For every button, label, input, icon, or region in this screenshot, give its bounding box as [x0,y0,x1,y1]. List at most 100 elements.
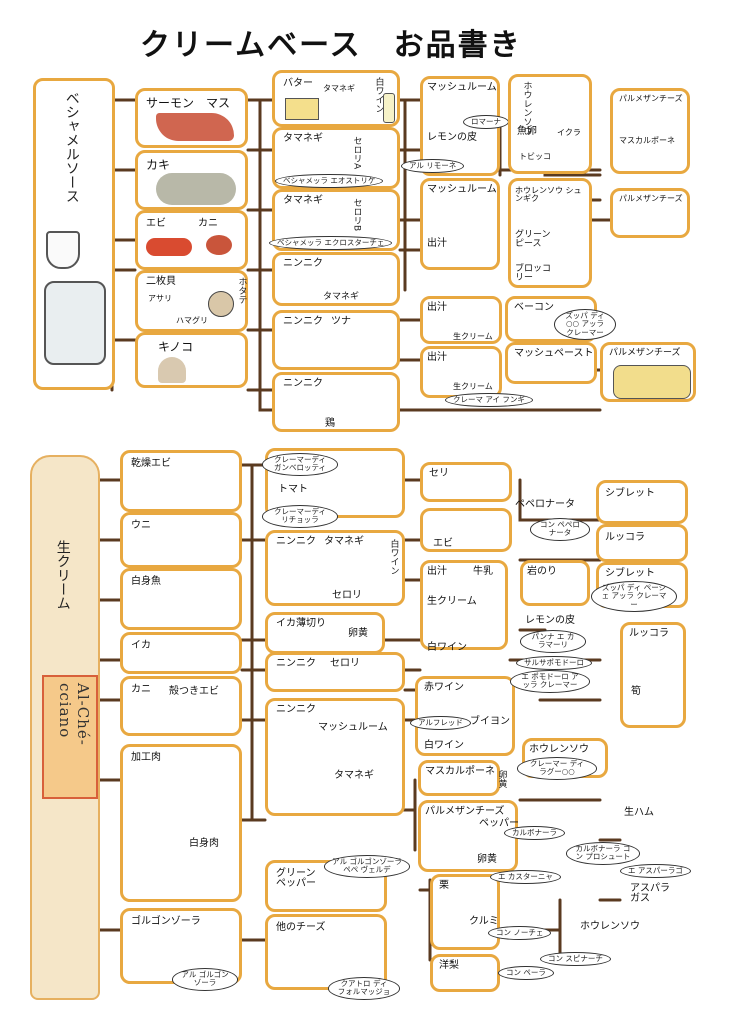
c4-spinach-label: ホウレンソウ [521,81,532,135]
shrimp-box: エビ カニ [135,210,248,270]
ebi2-label: エビ [433,538,453,549]
shrimp-icon [146,238,192,256]
hamaguri-label: ハマグリ [176,316,208,325]
pear-box: 洋梨 [430,954,500,992]
ika-label: イカ [131,640,151,651]
pork-label: 白身肉 [189,838,219,849]
t4-box: ニンニク タマネギ [272,252,400,306]
gar2-box: ニンニクセロリ [265,652,405,692]
saucepan-icon [44,281,106,365]
mushroom-icon [158,357,186,383]
m-box-1: 出汁 生クリーム [420,296,502,344]
ika-box: イカ [120,632,242,674]
c4-peas-label: グリーンピース [515,230,551,249]
ciblet-box: シブレット [596,480,688,524]
ciblet-label: シブレット [605,488,655,499]
masc-box: マスカルポーネ [418,760,500,796]
cheese-label: 他のチーズ [276,922,326,933]
clam-label: 二枚貝 [146,276,176,287]
c4-broc-label: ブロッコリー [515,264,552,283]
dried-label: 乾燥エビ [131,458,171,469]
m-paste-label: マッシュペースト [514,348,594,359]
tomato-box: トマトクレーマーディ ガンベロッティクレーマーディ リチョッラ [262,448,405,528]
dashi-box: 出汁牛乳生クリーム白ワイン [420,560,508,653]
t6-chicken-label: 鶏 [325,418,335,429]
green-label: グリーン ペッパー [276,868,316,889]
green-bubble: アル ゴルゴンゾーラ ペペ ヴェルデ [324,855,410,878]
bottle-icon [383,93,395,123]
milk-label: 牛乳 [473,566,493,577]
t6-box: ニンニク 鶏 [272,372,400,432]
spin2-bubble: コン スピナーチ [540,952,611,967]
t3-box: タマネギ セロリB ベシャメッラ エクロスターチェ [269,189,400,251]
brand-logo: Al-Ché-cciano [42,675,98,799]
lemon-bubble: パンナ エ カラマーリ [520,630,586,653]
aspara-bubble: エ アスパーラゴ [620,864,691,879]
m-box-2: 出汁 生クリーム クレーマ アイ フンギ [420,346,534,408]
m-bubble-funghi: クレーマ アイ フンギ [445,393,534,408]
tomato-bubble-3: エ ポモドーロ アッラ クレーマー [510,670,590,693]
t5-tuna-label: ツナ [331,316,351,327]
spin-box: ホウレンソウクレーマー ディ ラグー○○ [517,738,608,780]
oni-label: タマネギ [324,536,364,547]
walnut-label: クルミ [469,916,499,927]
chest-label: 栗 [439,880,449,891]
m-dashi-label: 出汁 [427,302,447,313]
t2-celery-label: セロリA [351,136,362,170]
c4-box-1: ホウレンソウ 魚卵 イクラ トビッコ [508,74,592,174]
carbo-bubble: カルボナーラ [504,826,565,841]
dashi-label: 出汁 [427,566,447,577]
spin-bubble: クレーマー ディ ラグー○○ [517,757,597,780]
c4-ikura-label: イクラ [557,128,581,137]
m-cream2-label: 生クリーム [453,382,493,391]
bechamel-base: ベシャメルソース [33,78,115,390]
green-box: グリーン ペッパーアル ゴルゴンゾーラ ペペ ヴェルデ [265,855,410,912]
kani-box: カニ殻つきエビ [120,676,242,736]
t5-box: ニンニク ツナ [272,310,400,370]
mushroom-label: キノコ [158,340,194,354]
c3-bubble-roma: ロマーナ [463,115,509,130]
t2-box: タマネギ セロリA ベシャメッラ エオストリケ [272,127,400,189]
m-paste-box: マッシュペースト [505,342,597,384]
redw-label: 赤ワイン [424,682,464,693]
nori-box: 岩のり [520,560,590,606]
salmon-label: サーモン マス [146,96,231,110]
pear-label: 洋梨 [439,960,459,971]
c4-roe-label: 魚卵 [517,126,537,137]
cream-base-label: 生クリーム [54,540,71,610]
oyster-box: カキ [135,150,248,210]
shrimp-label: エビ [146,218,166,229]
c3-mush-label: マッシュルーム [427,82,497,93]
gar3-label: ニンニク [276,704,316,715]
kara-label: 殻つきエビ [169,686,219,697]
c5-parm2-label: パルメザンチーズ [619,194,683,203]
cel-label: セロリ [332,590,362,601]
pear-bubble: コン ペーラ [498,966,554,981]
oyster-icon [156,173,236,205]
c4-green-label: ホウレンソウ シュンギク [515,186,582,203]
c5-masc-label: マスカルポーネ [619,136,675,145]
hotate-label: ホタテ [236,277,247,304]
gar-box: ニンニクタマネギセロリ白ワイン [265,530,405,606]
bechamel-label: ベシャメルソース [63,91,80,203]
c5-box: パルメザンチーズ マスカルポーネ [610,88,690,174]
ika2-box: イカ薄切り卵黄 [265,612,385,654]
oyster-label: カキ [146,158,171,172]
c4-tobiko-label: トビッコ [519,152,551,161]
c3-box-1: マッシュルーム レモンの皮 ロマーナ アル リモーネ [401,76,509,176]
ciblet2-label: シブレット [605,568,655,579]
c3-box-2: マッシュルーム 出汁 [420,178,500,270]
whitefish-label: 白身魚 [131,576,161,587]
ebi2-box: エビ [420,508,512,552]
parm-box: パルメザンチーズペッパー卵黄 [418,800,519,872]
gar3-box: ニンニクマッシュルームタマネギ [265,698,405,816]
butter-box: バター タマネギ 白ワイン [272,70,400,127]
meat-box: 加工肉白身肉 [120,744,242,902]
c4-box-2: ホウレンソウ シュンギク グリーンピース ブロッコリー [508,178,592,288]
m-dashi2-label: 出汁 [427,352,447,363]
crab-icon [206,235,232,255]
asari-label: アサリ [148,294,172,303]
cream-b-label: 生クリーム [427,596,477,607]
rucola-label: ルッコラ [605,532,645,543]
gorgon-bubble: アル ゴルゴンゾーラ [172,968,238,991]
